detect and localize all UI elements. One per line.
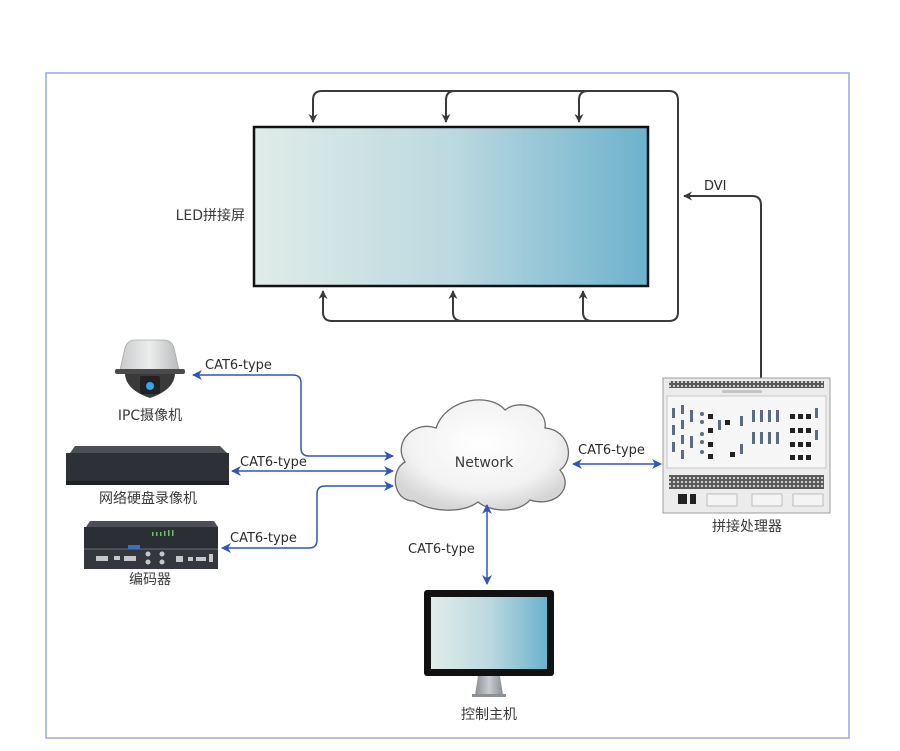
led-wall-label: LED拼接屏 (176, 207, 245, 224)
nvr-link-label: CAT6-type (240, 455, 307, 470)
processor-link-label: CAT6-type (578, 443, 645, 458)
control-host-label: 控制主机 (461, 707, 517, 723)
ipc-link-label: CAT6-type (205, 358, 272, 373)
dvi-label: DVI (704, 179, 727, 194)
dvi-line-bottom-1 (318, 196, 679, 322)
nvr-label: 网络硬盘录像机 (99, 490, 197, 507)
dvi-line-bottom-2 (448, 290, 463, 322)
network-label: Network (455, 455, 514, 471)
nvr-icon (66, 446, 229, 485)
dvi-lines (308, 90, 762, 378)
encoder-link-label: CAT6-type (230, 531, 297, 546)
dvi-feed-line (683, 191, 762, 378)
processor-label: 拼接处理器 (712, 518, 782, 535)
encoder-icon (84, 521, 218, 569)
dvi-line-bottom-3 (578, 290, 593, 322)
control-host-monitor-icon (424, 590, 554, 697)
link-ipc-camera (192, 370, 394, 461)
led-wall-screen (252, 125, 650, 288)
ipc-camera-label: IPC摄像机 (118, 408, 182, 424)
dvi-line-top-3 (574, 90, 589, 123)
control-link-label: CAT6-type (408, 542, 475, 557)
diagram-frame (45, 72, 850, 739)
network-links (192, 370, 662, 585)
dvi-line-top-1 (308, 90, 679, 196)
ipc-camera-icon (115, 339, 185, 398)
encoder-label: 编码器 (129, 572, 171, 588)
led-wall (252, 125, 650, 288)
link-encoder (221, 481, 394, 553)
dvi-line-top-2 (441, 90, 456, 123)
processor-rack-icon (662, 377, 831, 514)
network-cloud-icon (394, 399, 569, 511)
